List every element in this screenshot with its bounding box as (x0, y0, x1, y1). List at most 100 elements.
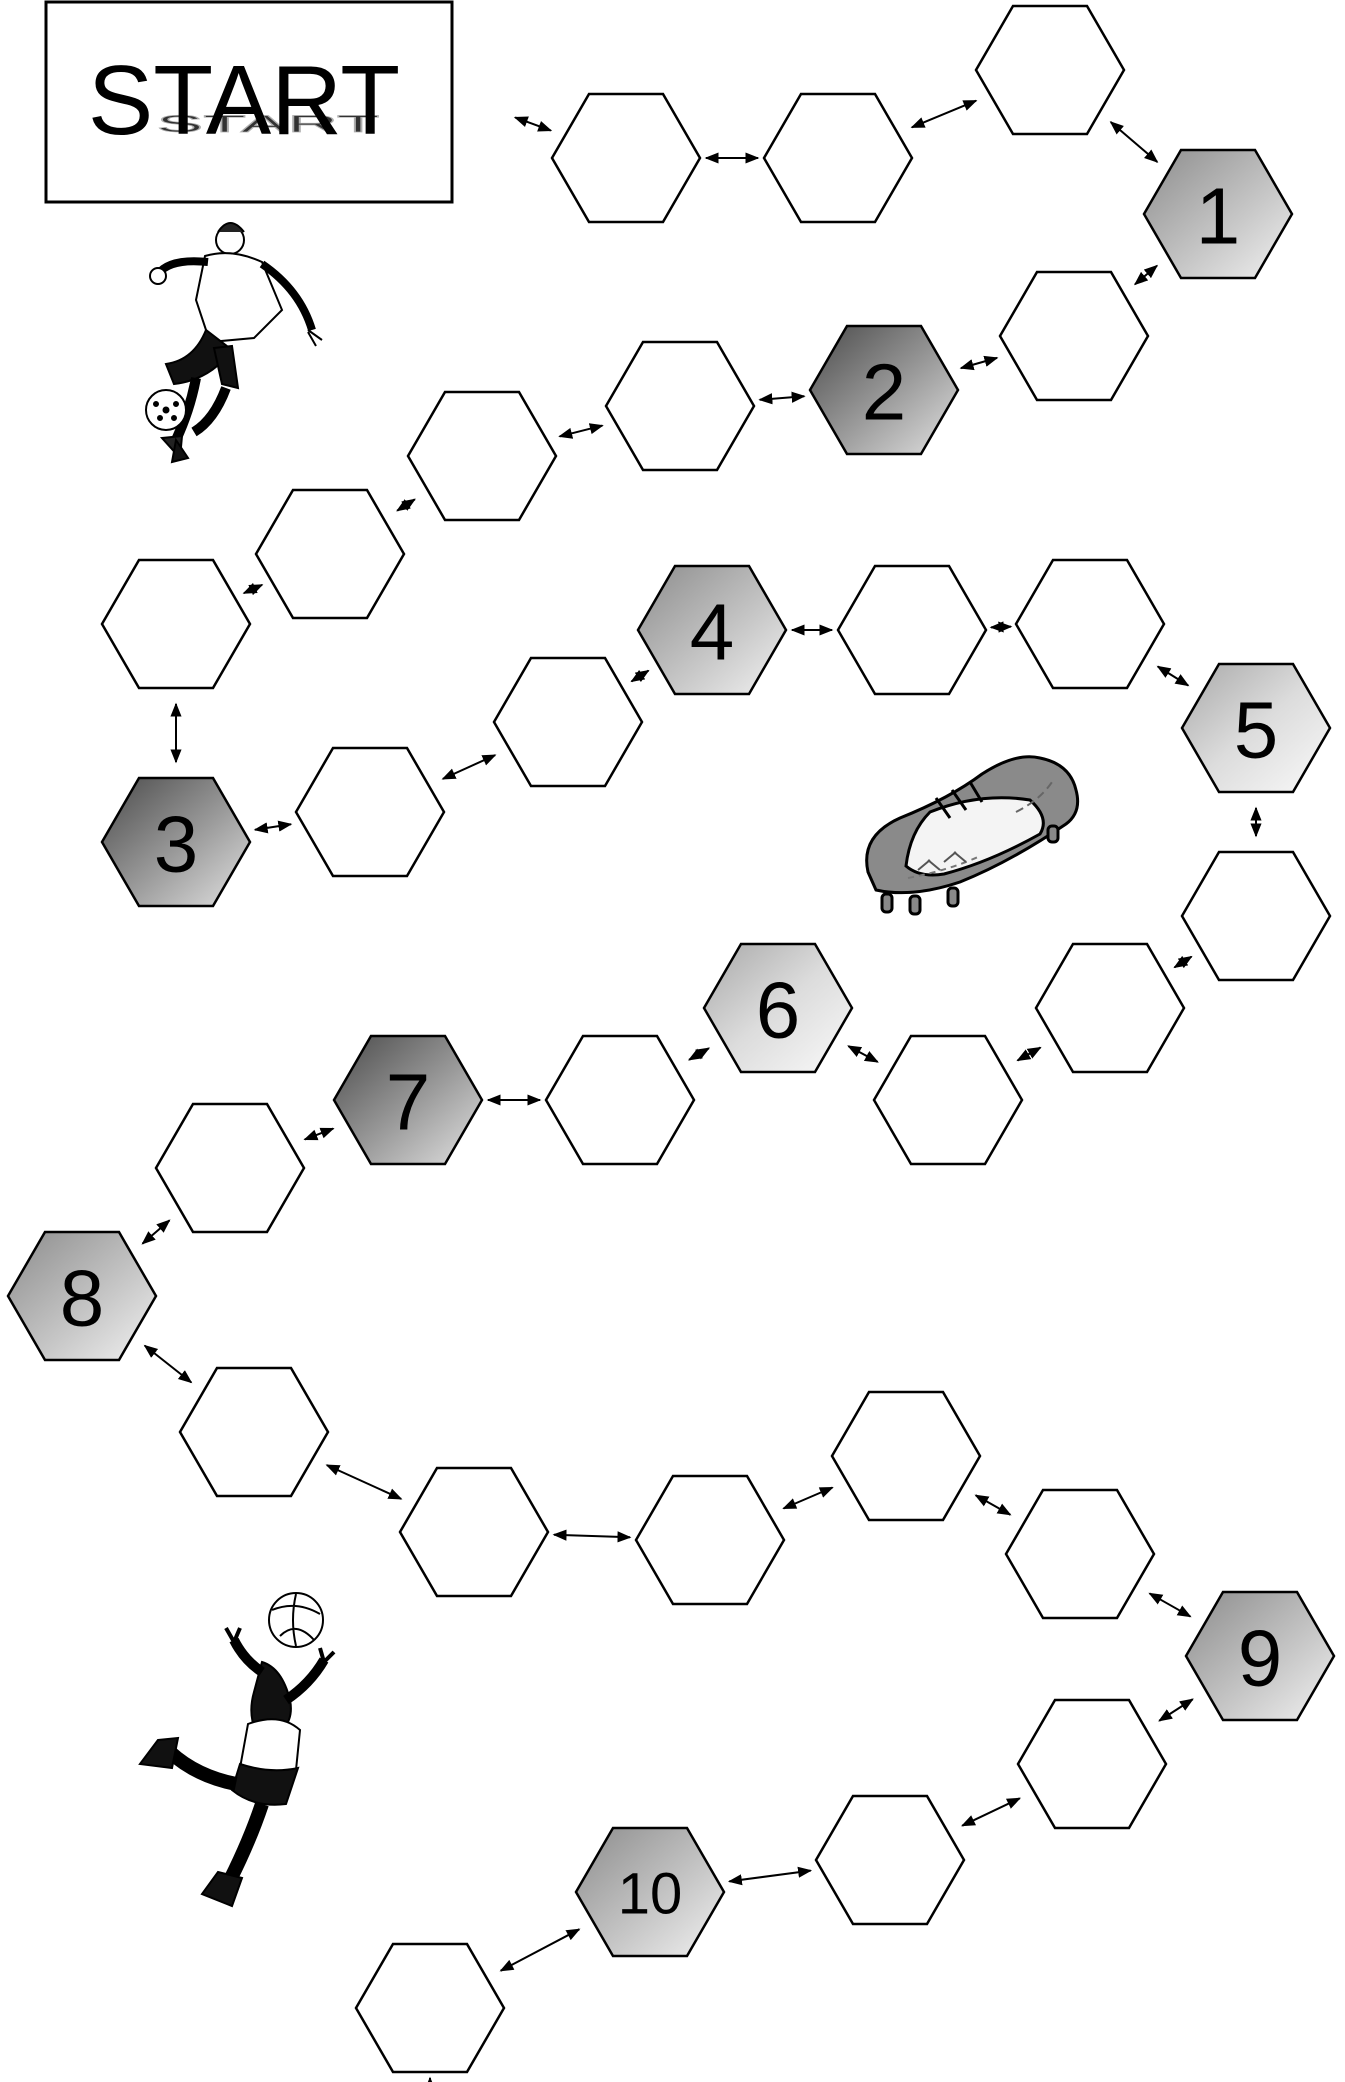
hexagon-shape (808, 324, 960, 456)
board-space-6[interactable]: 6 (702, 942, 854, 1074)
hexagon-shape (574, 1826, 726, 1958)
board-space-4[interactable]: 4 (636, 564, 788, 696)
connector-arrow (558, 423, 604, 439)
space-number: 3 (154, 800, 199, 889)
path-connectors (141, 99, 1262, 2082)
hexagon-shape (998, 270, 1150, 402)
hexagon-shape (254, 488, 406, 620)
board-space-3[interactable]: 3 (100, 776, 252, 908)
hexagon-shape (702, 942, 854, 1074)
board-space[interactable] (178, 1366, 330, 1498)
board-space[interactable] (814, 1794, 966, 1926)
board-space[interactable] (398, 1466, 550, 1598)
connector-arrow (499, 1928, 581, 1972)
board-space[interactable] (550, 92, 702, 224)
connector-arrow (727, 1866, 813, 1886)
board-space[interactable] (998, 270, 1150, 402)
hexagon-shape (154, 1102, 306, 1234)
space-number: 6 (756, 966, 801, 1055)
connector-arrow (143, 1344, 193, 1384)
hexagon-shape (100, 776, 252, 908)
connector-arrow (242, 582, 264, 596)
connector-arrow (758, 391, 806, 405)
hexagon-shape (634, 1474, 786, 1606)
board-space[interactable] (406, 390, 558, 522)
connector-arrow (1173, 955, 1193, 969)
space-number: 5 (1234, 686, 1279, 775)
connector-arrow (1016, 1046, 1042, 1062)
start-label: START (88, 45, 400, 155)
connector-arrow (552, 1529, 632, 1543)
path-spaces: 1 2 3 4 5 6 7 8 9 10 (6, 4, 1336, 2074)
board-space[interactable] (836, 564, 988, 696)
space-number: 8 (60, 1254, 105, 1343)
board-space[interactable] (1034, 942, 1186, 1074)
board-space-1[interactable]: 1 (1142, 148, 1294, 280)
board-space[interactable] (154, 1102, 306, 1234)
hexagon-shape (544, 1034, 696, 1166)
hexagon-shape (550, 92, 702, 224)
connector-arrow (1148, 1592, 1192, 1618)
connector-arrow (253, 820, 293, 834)
hexagon-shape (354, 1942, 506, 2074)
hexagon-shape (294, 746, 446, 878)
connector-arrow (1109, 121, 1159, 163)
board-space[interactable] (762, 92, 914, 224)
soccer-player-kicking-illustration (145, 222, 323, 464)
space-number: 10 (618, 1862, 683, 1927)
board-space[interactable] (100, 558, 252, 690)
hexagon-shape (100, 558, 252, 690)
connector-arrow (303, 1127, 335, 1141)
board-space[interactable] (492, 656, 644, 788)
connector-arrow (325, 1464, 403, 1500)
board-space[interactable] (254, 488, 406, 620)
board-space-8[interactable]: 8 (6, 1230, 158, 1362)
board-space[interactable] (604, 340, 756, 472)
board-space-9[interactable]: 9 (1184, 1590, 1336, 1722)
connector-arrow (1133, 264, 1159, 286)
space-number: 1 (1196, 172, 1241, 261)
board-space-5[interactable]: 5 (1180, 662, 1332, 794)
board-space[interactable] (830, 1390, 982, 1522)
hexagon-shape (836, 564, 988, 696)
board-space[interactable] (1014, 558, 1166, 690)
start-label-shadow: START (157, 110, 380, 137)
board-space[interactable] (294, 746, 446, 878)
board-space-2[interactable]: 2 (808, 324, 960, 456)
start-box[interactable]: START START (44, 0, 454, 204)
board-space-7[interactable]: 7 (332, 1034, 484, 1166)
board-space[interactable] (1180, 850, 1332, 982)
board-space[interactable] (872, 1034, 1024, 1166)
board-space[interactable] (974, 4, 1126, 136)
board-space-10[interactable]: 10 (574, 1826, 726, 1958)
connector-arrow (630, 669, 650, 683)
board-space[interactable] (544, 1034, 696, 1166)
hexagon-shape (1184, 1590, 1336, 1722)
connector-arrow (989, 621, 1013, 633)
hexagon-shape (604, 340, 756, 472)
connector-arrow (1158, 1698, 1194, 1722)
hexagon-shape (398, 1466, 550, 1598)
soccer-cleat-illustration (865, 755, 1080, 916)
hexagon-shape (332, 1034, 484, 1166)
hexagon-shape (974, 4, 1126, 136)
board-space[interactable] (354, 1942, 506, 2074)
hexagon-shape (1142, 148, 1294, 280)
connector-arrow (847, 1045, 879, 1063)
connector-arrow (960, 1797, 1022, 1827)
hexagon-shape (6, 1230, 158, 1362)
connector-arrow (974, 1494, 1012, 1516)
space-number: 2 (862, 348, 907, 437)
hexagon-shape (1014, 558, 1166, 690)
board-space[interactable] (634, 1474, 786, 1606)
board-space[interactable] (1004, 1488, 1156, 1620)
space-number: 7 (386, 1058, 431, 1147)
space-number: 9 (1238, 1614, 1283, 1703)
connector-start (513, 116, 553, 132)
hexagon-shape (1004, 1488, 1156, 1620)
board-space[interactable] (1016, 1698, 1168, 1830)
hexagon-shape (1034, 942, 1186, 1074)
connector-arrow (396, 498, 416, 512)
hexagon-shape (178, 1366, 330, 1498)
